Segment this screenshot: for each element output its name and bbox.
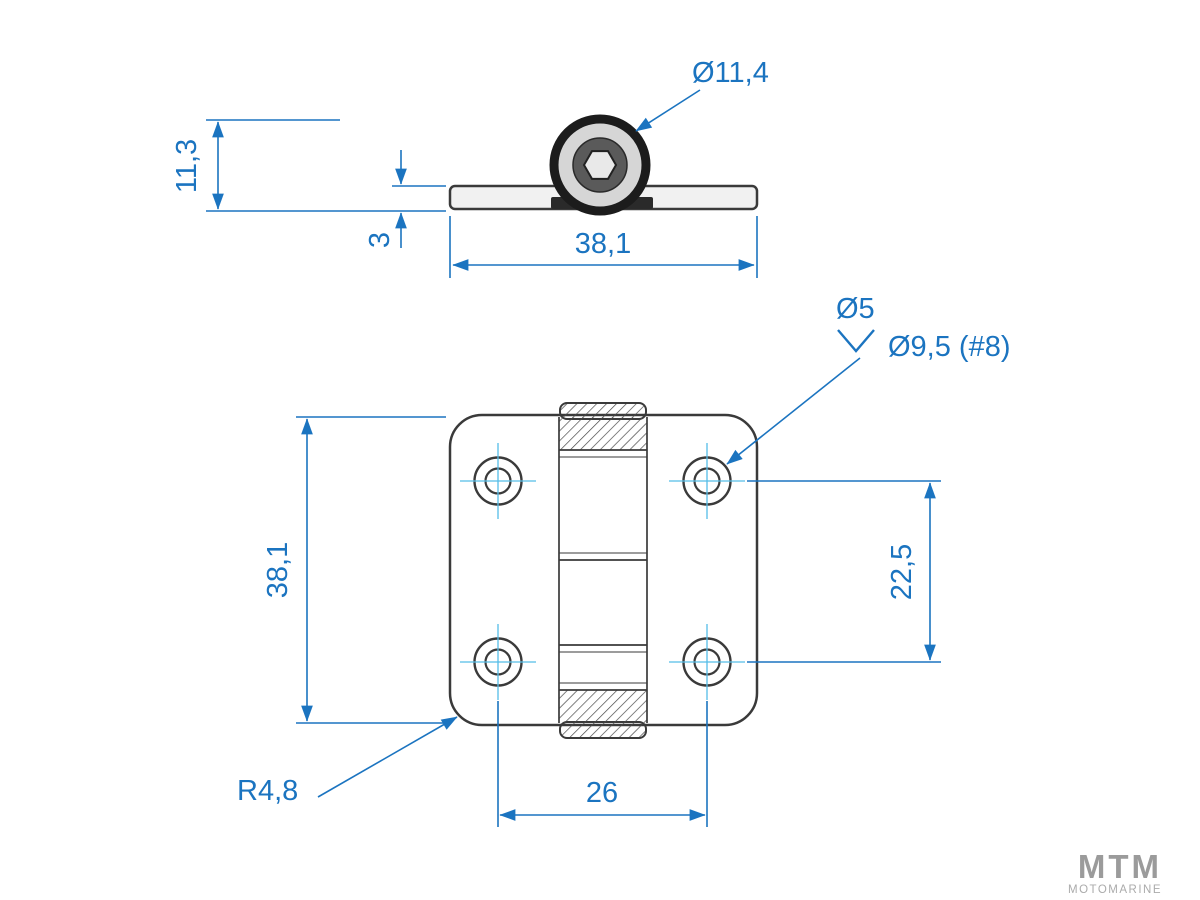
countersink-icon [837,329,875,353]
dim-hole-spacing-vertical-label: 22,5 [886,544,918,600]
dim-side-width [449,216,758,278]
hole-top-left [460,443,536,519]
mounting-holes [460,443,745,700]
label-barrel-diameter: Ø11,4 [635,57,769,132]
knuckle-detail-lines [558,417,648,723]
barrel-diameter-label: Ø11,4 [692,57,769,89]
hole-top-right [669,443,745,519]
top-knuckle-tab [559,402,647,420]
logo-name: MTM [1078,848,1162,885]
dim-plate-thickness-label: 3 [364,232,396,248]
top-knuckle-hatch [559,417,647,450]
brand-logo: MTM MOTOMARINE [1068,848,1162,896]
logo-tagline: MOTOMARINE [1068,884,1162,896]
hole-diameter-label: Ø5 [836,293,875,325]
dim-hole-spacing-horizontal [497,701,708,827]
hinge-front-view [448,402,759,739]
label-hole-spec: Ø5 Ø9,5 (#8) [726,293,1011,465]
dim-plate-thickness [392,150,446,248]
hole-bottom-right [669,624,745,700]
hex-socket-icon [582,150,618,180]
bottom-knuckle-tab [559,721,647,739]
dim-side-width-label: 38,1 [575,228,631,260]
bottom-knuckle-hatch [559,690,647,723]
label-corner-radius: R4,8 [237,716,458,807]
leader-line [317,716,458,798]
hinge-side-view [448,114,759,216]
countersink-label: Ø9,5 (#8) [888,331,1011,363]
hole-bottom-left [460,624,536,700]
dim-hole-spacing-horizontal-label: 26 [586,777,618,809]
dim-side-height [206,119,446,212]
dim-hole-spacing-vertical [747,480,941,663]
dim-front-height-label: 38,1 [262,542,294,598]
corner-radius-label: R4,8 [237,775,298,807]
dim-side-height-label: 11,3 [171,139,203,193]
dim-front-height [296,416,446,724]
leader-line [635,89,701,132]
leader-line [726,357,861,465]
